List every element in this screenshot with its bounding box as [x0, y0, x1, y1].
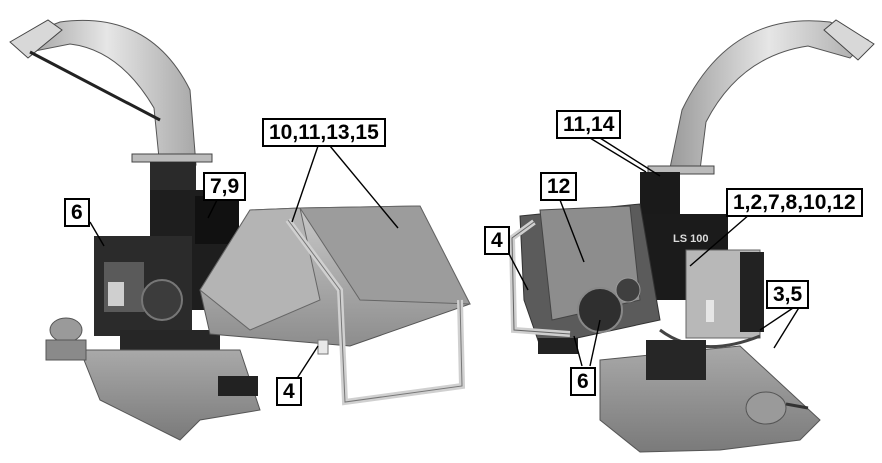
leader-11-14-b [599, 137, 661, 177]
leader-6-right-b [589, 319, 601, 367]
left-chute-neck [150, 162, 196, 192]
left-discharge-chute [17, 19, 197, 169]
right-hitch-bar [785, 402, 809, 410]
callout-12: 12 [540, 172, 578, 201]
leader-3-5-a [759, 305, 797, 331]
right-discharge-chute [669, 20, 869, 171]
left-base-frame [79, 349, 261, 441]
callout-6-left: 6 [64, 198, 90, 227]
right-hydraulic-motor [615, 277, 641, 303]
left-chute-flap [9, 19, 63, 59]
right-belt-pulley [577, 287, 623, 333]
left-hitch [45, 339, 87, 361]
machine-badge: LS 100 [673, 233, 708, 245]
right-chute-flange [647, 165, 715, 175]
callout-10-11-13-15: 10,11,13,15 [262, 118, 386, 147]
leader-10-11-13-15-a [291, 145, 319, 223]
right-base-hub [745, 391, 787, 425]
leader-4-left [295, 345, 319, 381]
callout-4-left: 4 [276, 377, 302, 406]
callout-1-2-7-8-10-12: 1,2,7,8,10,12 [726, 188, 863, 217]
left-engine-fuel-tank [108, 282, 124, 306]
left-base-hub [49, 317, 83, 343]
left-chipper [9, 19, 471, 441]
callout-4-right: 4 [484, 226, 510, 255]
left-chute-flange [131, 153, 213, 163]
right-chipper [508, 19, 875, 453]
leader-7-9 [207, 197, 219, 219]
leader-6-left [89, 221, 105, 247]
left-engine-pulley [141, 279, 183, 321]
leader-1-2-7-8-10-12 [689, 213, 751, 267]
left-hopper-tag [317, 339, 329, 355]
leader-11-14-a [589, 137, 647, 173]
right-hopper-face [539, 205, 641, 321]
right-base-mount [646, 340, 706, 380]
leader-10-11-13-15-b [329, 145, 399, 229]
right-engine-dark-panel [740, 252, 764, 332]
leader-3-5-b [773, 305, 801, 349]
right-base-frame [599, 345, 821, 453]
leader-lines [89, 137, 801, 381]
leader-6-right-a [573, 335, 583, 367]
left-engine-cover [195, 196, 239, 244]
callout-6-right: 6 [570, 367, 596, 396]
left-chute-brace [29, 50, 161, 122]
right-feed-handle [538, 338, 578, 354]
callout-7-9: 7,9 [203, 172, 247, 201]
leader-4-right [507, 251, 529, 291]
leader-12 [559, 199, 585, 263]
right-chute-flap [823, 19, 875, 61]
left-base-foot [218, 376, 258, 396]
callout-3-5: 3,5 [766, 280, 810, 309]
callout-11-14: 11,14 [556, 110, 622, 139]
right-hopper-bar-outline [511, 221, 571, 335]
left-hopper-bar-outline [287, 219, 463, 403]
right-engine-slot [706, 300, 714, 322]
